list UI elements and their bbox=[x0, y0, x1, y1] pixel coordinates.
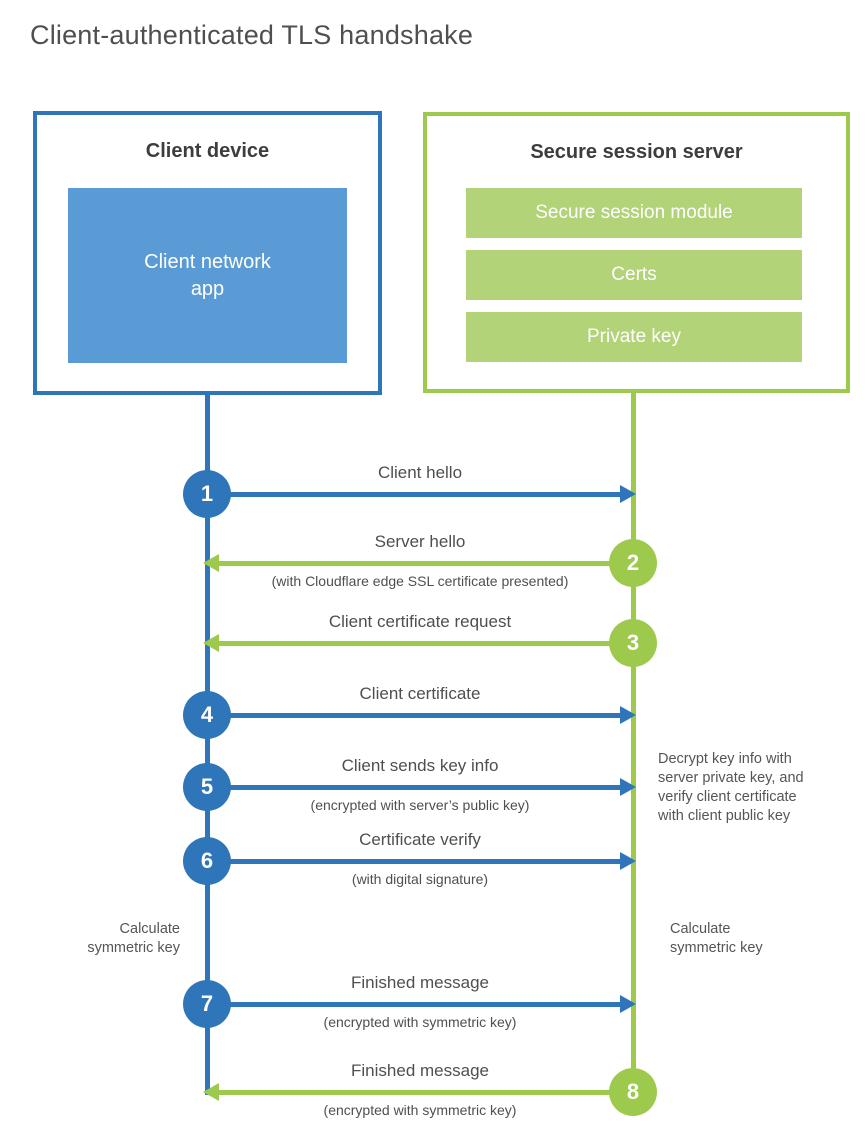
arrowhead-right-icon bbox=[620, 706, 636, 724]
arrow-line bbox=[207, 713, 620, 718]
calculate-symmetric-key-note-client: Calculate symmetric key bbox=[87, 921, 180, 956]
arrowhead-left-icon bbox=[203, 1083, 219, 1101]
step-badge: 7 bbox=[183, 980, 231, 1028]
private-key-box: Private key bbox=[466, 312, 802, 362]
secure-session-module-box: Secure session module bbox=[466, 188, 802, 238]
arrow-line bbox=[207, 859, 620, 864]
decrypt-key-note: Decrypt key info with server private key… bbox=[658, 751, 804, 824]
message-subtitle: (encrypted with server’s public key) bbox=[310, 797, 530, 813]
message-label: Client certificate request bbox=[328, 612, 512, 631]
arrowhead-left-icon bbox=[203, 634, 219, 652]
message-label: Server hello bbox=[374, 532, 466, 551]
message-subtitle: (encrypted with symmetric key) bbox=[323, 1014, 517, 1030]
message-subtitle: (with digital signature) bbox=[351, 871, 489, 887]
message-label: Client certificate bbox=[359, 684, 481, 703]
arrowhead-right-icon bbox=[620, 995, 636, 1013]
message-label: Certificate verify bbox=[359, 830, 481, 849]
message-subtitle: (encrypted with symmetric key) bbox=[323, 1102, 517, 1118]
message-subtitle: (with Cloudflare edge SSL certificate pr… bbox=[271, 573, 569, 589]
client-device-title: Client device bbox=[145, 140, 270, 162]
arrow-line bbox=[219, 641, 633, 646]
message-label: Finished message bbox=[351, 1061, 489, 1080]
arrowhead-left-icon bbox=[203, 554, 219, 572]
step-badge: 5 bbox=[183, 763, 231, 811]
arrowhead-right-icon bbox=[620, 852, 636, 870]
step-badge: 6 bbox=[183, 837, 231, 885]
message-label: Client sends key info bbox=[341, 756, 499, 775]
secure-session-server-title: Secure session server bbox=[530, 141, 743, 163]
message-label: Finished message bbox=[351, 973, 489, 992]
step-badge: 2 bbox=[609, 539, 657, 587]
arrow-line bbox=[219, 561, 633, 566]
step-badge: 3 bbox=[609, 619, 657, 667]
step-badge: 1 bbox=[183, 470, 231, 518]
certs-box: Certs bbox=[466, 250, 802, 300]
arrowhead-right-icon bbox=[620, 778, 636, 796]
calculate-symmetric-key-note-server: Calculate symmetric key bbox=[670, 921, 763, 956]
client-network-app-box: Client network app bbox=[68, 188, 347, 363]
arrow-line bbox=[207, 1002, 620, 1007]
message-label: Client hello bbox=[377, 463, 463, 482]
step-badge: 8 bbox=[609, 1068, 657, 1116]
client-lifeline bbox=[205, 395, 210, 1095]
arrow-line bbox=[219, 1090, 633, 1095]
arrow-line bbox=[207, 785, 620, 790]
arrowhead-right-icon bbox=[620, 485, 636, 503]
page-title: Client-authenticated TLS handshake bbox=[30, 20, 474, 50]
step-badge: 4 bbox=[183, 691, 231, 739]
server-lifeline bbox=[631, 393, 636, 1093]
arrow-line bbox=[207, 492, 620, 497]
